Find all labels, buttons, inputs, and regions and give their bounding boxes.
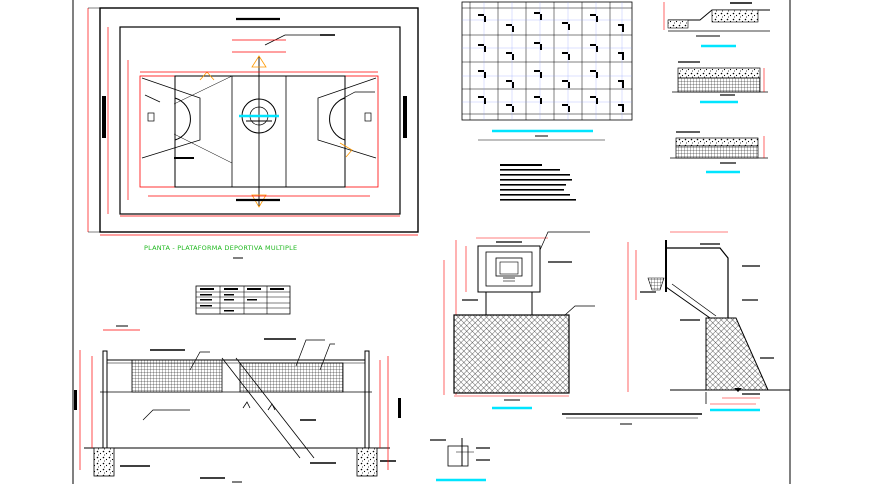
- plan-caption: PLANTA - PLATAFORMA DEPORTIVA MULTIPLE: [144, 244, 298, 252]
- paving-grid-plan: [461, 1, 633, 141]
- court-plan: [87, 7, 419, 259]
- backboard-front-elevation: [443, 231, 595, 410]
- anchor-detail: [430, 438, 490, 482]
- legend-table: [195, 285, 291, 315]
- sheet-frame: [72, 0, 791, 484]
- general-notes: [500, 164, 576, 201]
- backboard-side-elevation: [627, 231, 790, 412]
- section-titles: [562, 413, 702, 425]
- volleyball-net-elevation: [74, 325, 401, 483]
- section-details: [663, 2, 770, 174]
